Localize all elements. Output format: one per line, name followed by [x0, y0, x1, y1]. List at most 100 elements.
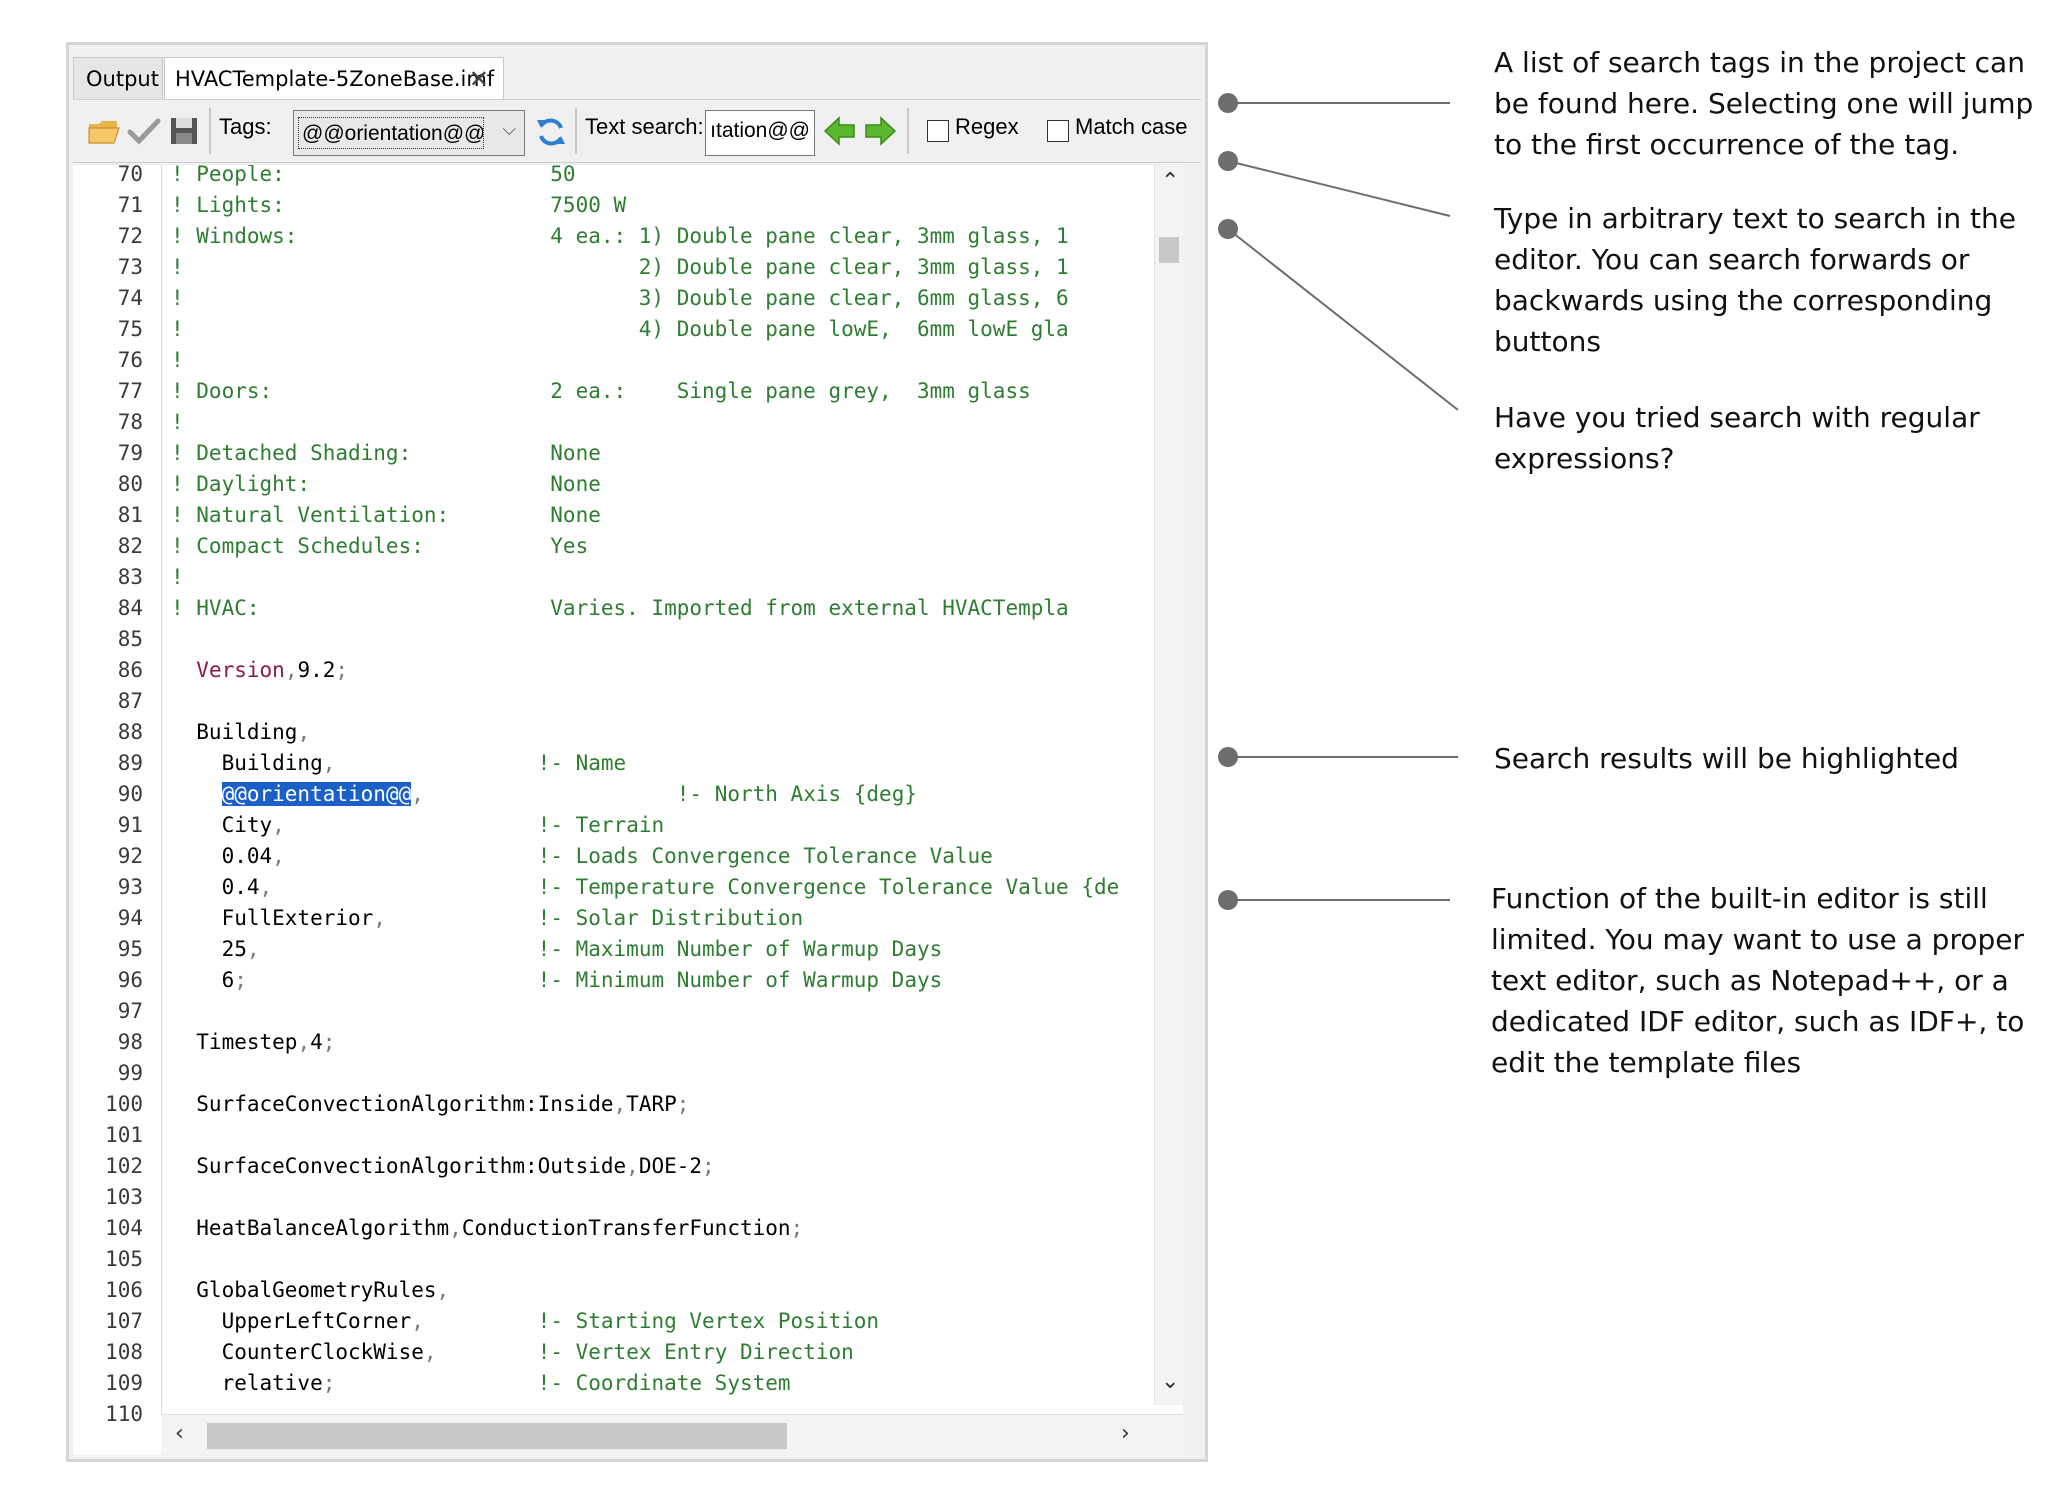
code-text: Version,9.2; [171, 655, 348, 686]
line-number: 73 [117, 255, 143, 279]
line-number: 106 [105, 1278, 143, 1302]
code-text: ! HVAC: Varies. Imported from external H… [171, 593, 1069, 624]
tags-dropdown-value: @@orientation@@ [298, 117, 484, 149]
line-number: 95 [117, 937, 143, 961]
line-number: 109 [105, 1371, 143, 1395]
callout-dot [1218, 219, 1238, 239]
text-search-value: ıtation@@ [710, 119, 810, 142]
line-number: 94 [117, 906, 143, 930]
arrow-left-icon[interactable] [823, 114, 857, 152]
code-text: ! Compact Schedules: Yes [171, 531, 588, 562]
regex-label: Regex [955, 114, 1019, 139]
text-search-input[interactable]: ıtation@@ [705, 110, 815, 156]
regex-checkbox[interactable] [927, 120, 949, 142]
editor-window: Output HVACTemplate-5ZoneBase.imf ✕ Tags… [66, 42, 1208, 1462]
line-number: 71 [117, 193, 143, 217]
chevron-up-icon[interactable]: ⌃ [1161, 169, 1180, 194]
code-token: , [613, 1092, 627, 1116]
code-token: , [297, 1030, 311, 1054]
tab-output[interactable]: Output [73, 57, 163, 99]
code-token: ! [171, 410, 184, 434]
callout-dot [1218, 890, 1238, 910]
vertical-scroll-thumb[interactable] [1159, 237, 1179, 263]
code-token: ; [790, 1216, 804, 1240]
code-token: FullExterior [171, 906, 374, 930]
save-icon[interactable] [169, 116, 199, 150]
arrow-right-icon[interactable] [863, 114, 897, 152]
open-folder-icon[interactable] [87, 116, 121, 150]
match-case-checkbox[interactable] [1047, 120, 1069, 142]
code-token: ! Natural Ventilation: None [171, 503, 601, 527]
chevron-right-icon[interactable]: › [1121, 1421, 1130, 1446]
chevron-down-icon[interactable]: ⌵ [502, 119, 516, 140]
line-number: 110 [105, 1402, 143, 1426]
code-token: !- North Axis {deg} [676, 782, 917, 806]
code-token: GlobalGeometryRules [171, 1278, 437, 1302]
line-number: 105 [105, 1247, 143, 1271]
line-number: 86 [117, 658, 143, 682]
line-number: 70 [117, 165, 143, 186]
line-number: 84 [117, 596, 143, 620]
horizontal-scrollbar[interactable]: ‹ › [161, 1414, 1183, 1455]
code-token: UpperLeftCorner [171, 1309, 412, 1333]
code-token: !- Minimum Number of Warmup Days [537, 968, 943, 992]
code-token: ! 4) Double pane lowE, 6mm lowE gla [171, 317, 1069, 341]
line-number: 82 [117, 534, 143, 558]
line-number: 79 [117, 441, 143, 465]
code-text: CounterClockWise, !- Vertex Entry Direct… [171, 1337, 854, 1368]
code-token: , [449, 1216, 462, 1240]
code-token: ! 3) Double pane clear, 6mm glass, 6 [171, 286, 1069, 310]
code-token: HeatBalanceAlgorithm [171, 1216, 450, 1240]
tab-file[interactable]: HVACTemplate-5ZoneBase.imf ✕ [164, 57, 504, 99]
line-number: 98 [117, 1030, 143, 1054]
code-token: relative [171, 1371, 323, 1395]
annotation-tags: A list of search tags in the project can… [1494, 46, 2034, 161]
code-token: ; [676, 1092, 690, 1116]
code-token: ! Lights: 7500 W [171, 193, 627, 217]
code-text: Building, [171, 717, 310, 748]
line-number: 93 [117, 875, 143, 899]
code-text: 0.4, !- Temperature Convergence Toleranc… [171, 872, 1120, 903]
code-text: ! [171, 407, 184, 438]
code-token: ! Detached Shading: None [171, 441, 601, 465]
vertical-scrollbar[interactable]: ⌃ ⌄ [1154, 165, 1183, 1405]
code-text: Building, !- Name [171, 748, 627, 779]
line-number: 88 [117, 720, 143, 744]
check-icon[interactable] [127, 116, 161, 150]
tags-dropdown[interactable]: @@orientation@@ ⌵ [293, 110, 525, 156]
close-icon[interactable]: ✕ [468, 65, 489, 93]
horizontal-scroll-thumb[interactable] [207, 1423, 787, 1449]
line-number: 85 [117, 627, 143, 651]
code-token: !- Terrain [537, 813, 665, 837]
code-text: City, !- Terrain [171, 810, 665, 841]
line-number: 102 [105, 1154, 143, 1178]
annotation-editor-limits: Function of the built-in editor is still… [1491, 882, 2025, 1079]
code-token: 9.2 [297, 658, 336, 682]
line-number: 104 [105, 1216, 143, 1240]
code-text: GlobalGeometryRules, [171, 1275, 449, 1306]
toolbar-separator [575, 108, 577, 154]
chevron-down-icon[interactable]: ⌄ [1161, 1369, 1180, 1394]
code-token: ! Doors: 2 ea.: Single pane grey, 3mm gl… [171, 379, 1031, 403]
code-token: TARP [626, 1092, 677, 1116]
toolbar: Tags: @@orientation@@ ⌵ Text search: ıta… [73, 99, 1201, 163]
code-token: 4 [310, 1030, 323, 1054]
code-token: Version [196, 658, 285, 682]
annotation-text-search: Type in arbitrary text to search in the … [1494, 202, 2016, 358]
code-text: @@orientation@@, !- North Axis {deg} [171, 779, 917, 810]
code-token: !- Coordinate System [537, 1371, 791, 1395]
line-number: 100 [105, 1092, 143, 1116]
line-number: 83 [117, 565, 143, 589]
line-number: 101 [105, 1123, 143, 1147]
code-token: City [171, 813, 273, 837]
code-token: ! People: 50 [171, 165, 576, 186]
refresh-icon[interactable] [535, 116, 567, 152]
tags-label: Tags: [219, 114, 272, 139]
line-number: 76 [117, 348, 143, 372]
chevron-left-icon[interactable]: ‹ [175, 1421, 184, 1446]
code-text: 0.04, !- Loads Convergence Tolerance Val… [171, 841, 993, 872]
tab-file-label: HVACTemplate-5ZoneBase.imf [175, 67, 495, 91]
code-text: ! Natural Ventilation: None [171, 500, 601, 531]
line-number: 107 [105, 1309, 143, 1333]
